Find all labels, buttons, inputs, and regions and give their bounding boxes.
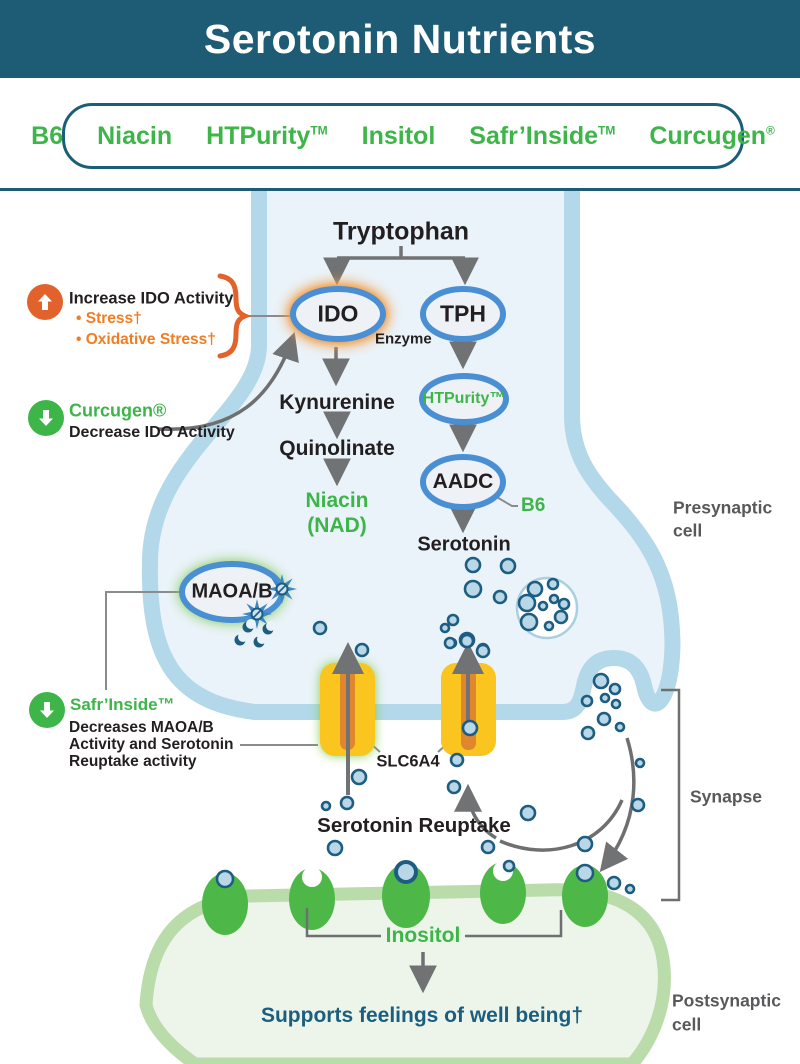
- nad-label: (NAD): [307, 514, 367, 537]
- postsynaptic-label-line1: Postsynaptic: [672, 990, 781, 1011]
- curcugen-name: Curcugen®: [69, 400, 167, 421]
- crescent-icon: [234, 619, 276, 648]
- kynurenine-label: Kynurenine: [279, 391, 395, 414]
- slc6a4-label: SLC6A4: [376, 752, 440, 771]
- synapse-bracket: [661, 688, 681, 902]
- nutrient-item: Safr’InsideTM: [469, 121, 616, 150]
- receptor: [202, 861, 608, 935]
- presynaptic-label-line2: cell: [673, 520, 703, 541]
- docked-serotonin-dot: [575, 863, 595, 883]
- down-arrow-icon: [40, 702, 54, 718]
- presynaptic-membrane: [141, 188, 681, 720]
- niacin-label: Niacin: [305, 489, 369, 512]
- header-divider: [0, 188, 800, 191]
- release-arrow: [599, 737, 636, 873]
- serotonin-label: Serotonin: [417, 533, 511, 556]
- curcugen-desc: Decrease IDO Activity: [69, 424, 235, 441]
- nutrient-item: Niacin: [97, 121, 173, 150]
- presynaptic-label-line1: Presynaptic: [673, 497, 773, 518]
- aadc-to-b6-line: [494, 495, 518, 507]
- up-arrow-icon: [38, 294, 52, 310]
- safrinside-badge: [29, 692, 65, 728]
- stress-bullet: • Stress†: [76, 310, 142, 327]
- outcome-label: Supports feelings of well being†: [260, 1004, 584, 1027]
- safrinside-name: Safr’Inside™: [70, 695, 175, 714]
- down-arrow-icon: [39, 410, 53, 426]
- page-title: Serotonin Nutrients: [203, 15, 597, 62]
- docked-serotonin-dot: [215, 869, 235, 889]
- nutrient-item: Insitol: [361, 121, 436, 150]
- docked-serotonin-dot: [394, 860, 418, 884]
- curcugen-arrow: [157, 332, 299, 432]
- ido-label: IDO: [317, 300, 359, 327]
- serotonin-reuptake-label: Serotonin Reuptake: [317, 814, 511, 837]
- orange-brace: [217, 273, 252, 359]
- postsynaptic-label-line2: cell: [672, 1014, 702, 1035]
- starburst-icon: [267, 574, 297, 604]
- oxidative-stress-bullet: • Oxidative Stress†: [76, 331, 216, 348]
- serotonin-dots: [215, 556, 646, 895]
- reuptake-arrow: [454, 783, 497, 840]
- nutrient-item: Curcugen®: [649, 121, 775, 150]
- kynurenine-chain-arrows: [322, 347, 351, 487]
- nutrient-item: B6: [31, 121, 64, 150]
- quinolinate-label: Quinolinate: [279, 437, 395, 460]
- inositol-label: Inositol: [385, 924, 461, 947]
- curcugen-badge: [28, 400, 64, 436]
- b6-label: B6: [521, 495, 546, 516]
- reuptake-arc: [499, 799, 624, 852]
- safrinside-to-maoab-line: [105, 591, 181, 690]
- postsynaptic-cell-shape: [139, 883, 671, 1064]
- ido-oval: [290, 286, 386, 342]
- enzyme-label: Enzyme: [375, 330, 432, 348]
- increase-ido-title: Increase IDO Activity: [69, 289, 234, 308]
- inositol-bracket: [305, 908, 563, 938]
- tryptophan-split-arrows: [323, 246, 479, 286]
- safrinside-desc-line3: Reuptake activity: [69, 753, 197, 770]
- htpurity-label: HTPurity™: [422, 390, 506, 407]
- aadc-oval: [420, 454, 506, 510]
- safrinside-desc-line1: Decreases MAOA/B: [69, 719, 214, 736]
- maoab-label: MAOA/B: [191, 580, 273, 603]
- presynaptic-cell-shape: [149, 188, 673, 712]
- tph-oval: [420, 286, 506, 342]
- header-banner: Serotonin Nutrients: [0, 0, 800, 78]
- aadc-label: AADC: [432, 470, 494, 493]
- synapse-label: Synapse: [690, 786, 762, 807]
- nutrients-bar: B6 Niacin HTPurityTM Insitol Safr’Inside…: [31, 103, 775, 169]
- htpurity-oval: [419, 373, 509, 425]
- tryptophan-label: Tryptophan: [332, 217, 470, 246]
- nutrient-item: HTPurityTM: [206, 121, 328, 150]
- safrinside-desc-line2: Activity and Serotonin: [69, 736, 234, 753]
- increase-ido-badge: [27, 284, 63, 320]
- tph-label: TPH: [440, 300, 486, 327]
